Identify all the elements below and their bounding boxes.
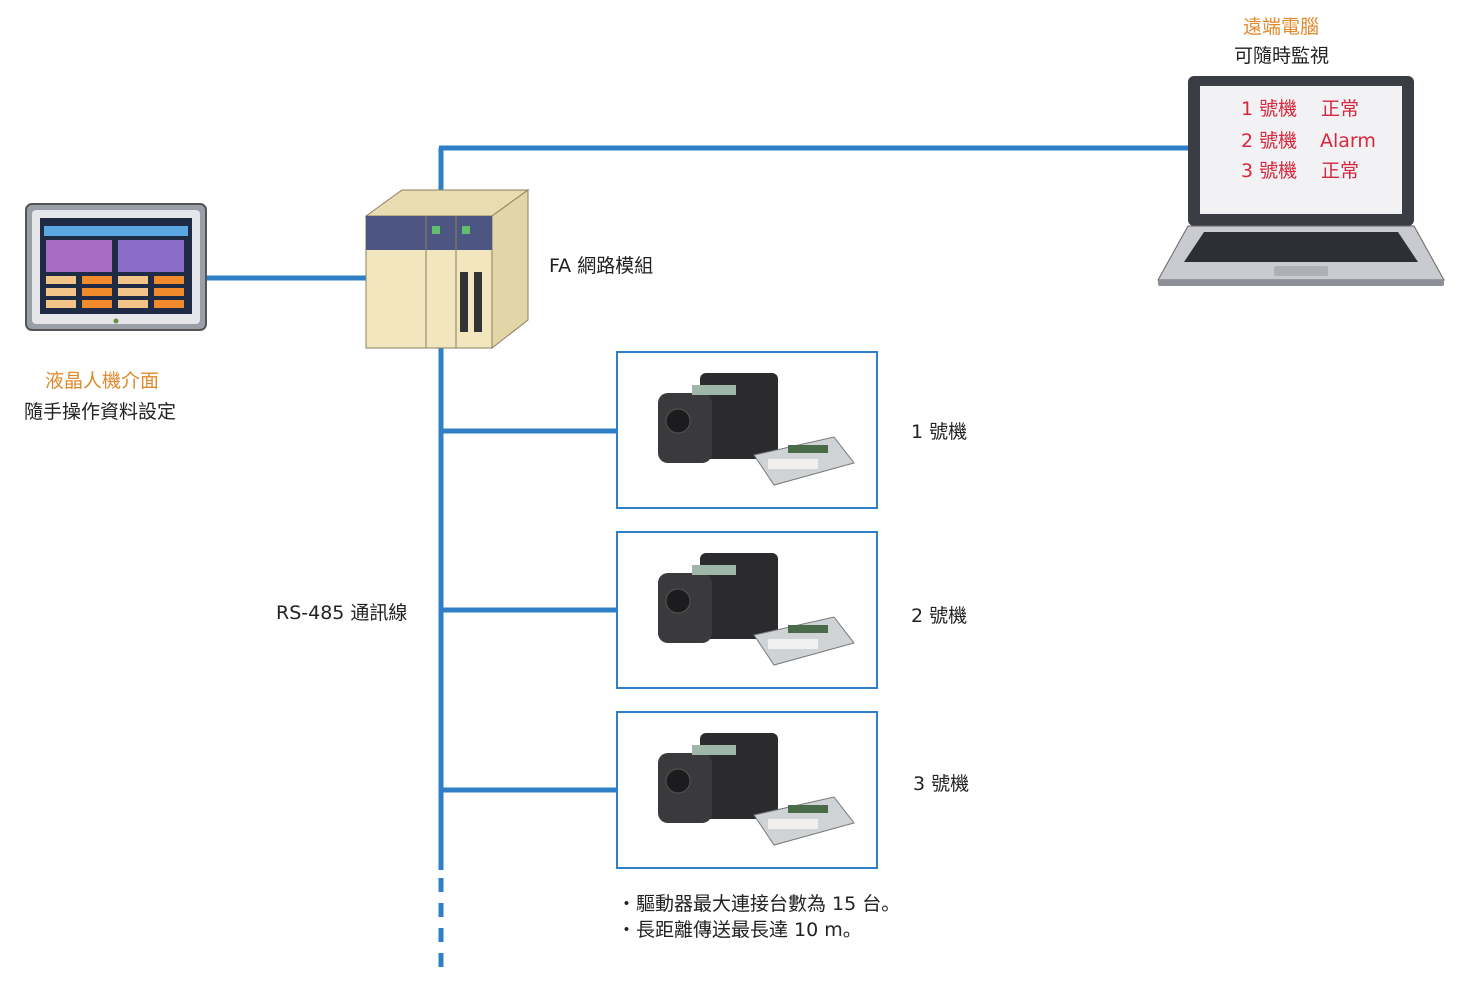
- motor-driver-icon: [658, 733, 855, 846]
- rs485-label: RS-485 通訊線: [276, 602, 408, 624]
- hmi-subtitle: 隨手操作資料設定: [24, 401, 177, 423]
- screen-row-3-status: 正常: [1321, 160, 1360, 182]
- unit-2-label: 2 號機: [911, 605, 968, 627]
- unit-1-label: 1 號機: [911, 421, 968, 443]
- screen-row-1-unit: 1 號機: [1241, 98, 1298, 120]
- motor-unit-1: [616, 351, 878, 509]
- screen-row-2-status: Alarm: [1320, 130, 1376, 152]
- hmi-title: 液晶人機介面: [45, 370, 160, 392]
- unit-3-label: 3 號機: [913, 773, 970, 795]
- motor-driver-icon: [658, 553, 855, 666]
- motor-unit-2: [616, 531, 878, 689]
- plc-label: FA 網路模組: [549, 255, 654, 277]
- plc-module-icon: [364, 189, 530, 350]
- screen-row-2-unit: 2 號機: [1241, 130, 1298, 152]
- note-max-distance: ・長距離傳送最長達 10 m。: [617, 919, 862, 941]
- motor-driver-icon: [658, 373, 855, 486]
- motor-unit-3: [616, 711, 878, 869]
- screen-row-3-unit: 3 號機: [1241, 160, 1298, 182]
- screen-row-1-status: 正常: [1321, 98, 1360, 120]
- note-max-drivers: ・驅動器最大連接台數為 15 台。: [617, 893, 901, 915]
- hmi-panel-icon: [25, 203, 207, 331]
- pc-title: 遠端電腦: [1243, 16, 1320, 38]
- pc-subtitle: 可隨時監視: [1234, 45, 1330, 67]
- laptop-icon: [1157, 76, 1445, 286]
